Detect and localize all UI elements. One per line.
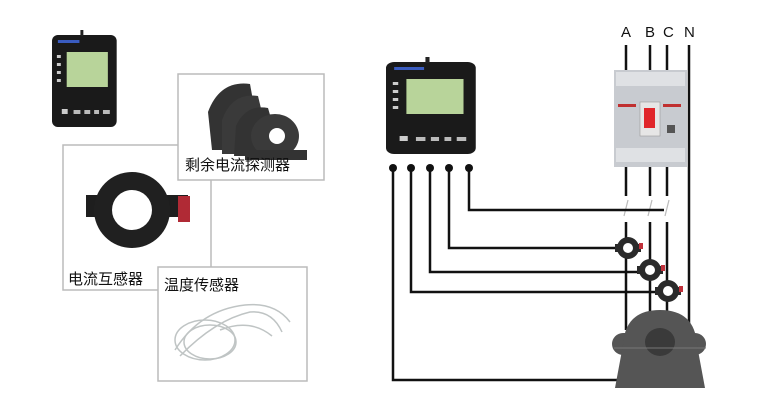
signal-wires (391, 168, 664, 382)
right-meter-device (386, 57, 476, 154)
terminal-1 (389, 164, 397, 172)
current-transformer-image (86, 172, 190, 248)
terminal-5 (465, 164, 473, 172)
temperature-sensor-image (174, 303, 291, 361)
temperature-sensor-label: 温度传感器 (164, 276, 239, 294)
phase-label-n: N (684, 24, 695, 41)
residual-current-detector-label: 剩余电流探测器 (185, 156, 290, 174)
ct-phase-b (637, 259, 665, 281)
residual-current-detector-image (208, 83, 307, 160)
product-card-residual-current-detector: 剩余电流探测器 (177, 73, 325, 181)
terminal-2 (407, 164, 415, 172)
meter-terminals (389, 164, 473, 172)
ct-phase-c (655, 280, 683, 302)
terminal-3 (426, 164, 434, 172)
circuit-breaker (614, 70, 687, 167)
left-meter-device (52, 30, 117, 127)
ct-phase-a (615, 237, 643, 259)
residual-current-transformer (612, 310, 706, 388)
phase-label-b: B (645, 24, 655, 41)
phase-label-c: C (663, 24, 674, 41)
current-transformer-label: 电流互感器 (68, 270, 143, 288)
product-card-temperature-sensor: 温度传感器 (157, 266, 308, 382)
terminal-4 (445, 164, 453, 172)
phase-labels: A B C N (621, 24, 695, 41)
phase-label-a: A (621, 24, 631, 41)
